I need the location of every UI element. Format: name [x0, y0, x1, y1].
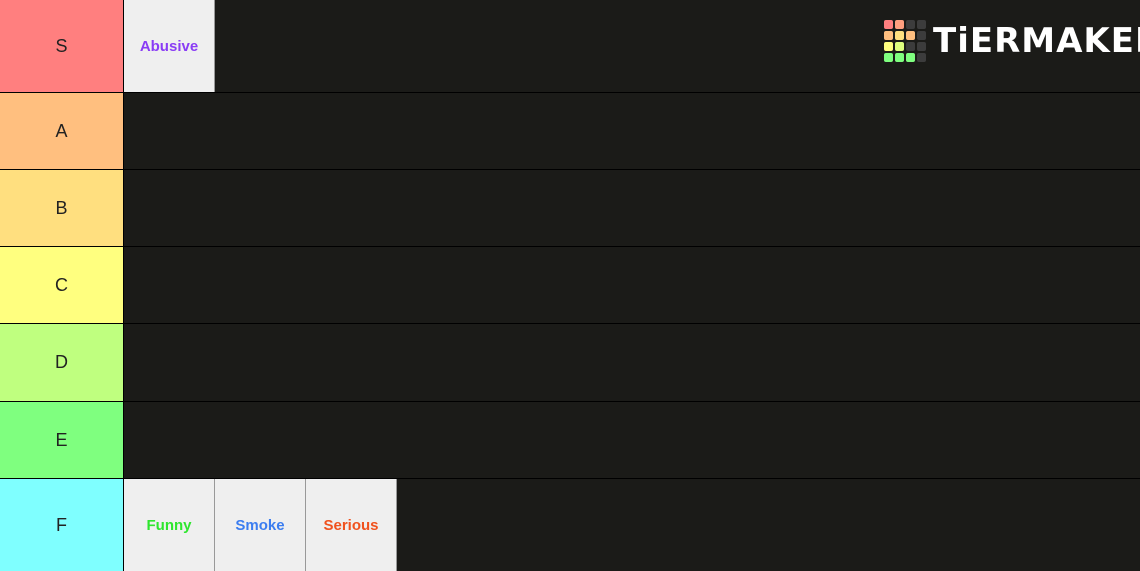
tier-row-d: D: [0, 324, 1140, 402]
tier-row-b: B: [0, 170, 1140, 247]
tier-items-a[interactable]: [124, 93, 1140, 169]
tier-row-c: C: [0, 247, 1140, 324]
tiermaker-logo: TiERMAKER: [884, 20, 1140, 62]
logo-grid-icon: [884, 20, 926, 62]
tier-items-b[interactable]: [124, 170, 1140, 246]
tier-label-d[interactable]: D: [0, 324, 124, 401]
logo-grid-square: [906, 53, 915, 62]
tier-item-smoke[interactable]: Smoke: [215, 479, 306, 571]
tier-row-s: S Abusive: [0, 0, 1140, 93]
logo-text: TiERMAKER: [933, 21, 1140, 61]
logo-grid-square: [906, 42, 915, 51]
logo-grid-square: [895, 42, 904, 51]
tier-label-s[interactable]: S: [0, 0, 124, 92]
logo-grid-square: [917, 20, 926, 29]
tier-row-f: F Funny Smoke Serious: [0, 479, 1140, 571]
logo-grid-square: [906, 20, 915, 29]
tier-items-s[interactable]: Abusive: [124, 0, 1140, 92]
tier-label-f[interactable]: F: [0, 479, 124, 571]
logo-grid-square: [906, 31, 915, 40]
tier-item-abusive[interactable]: Abusive: [124, 0, 215, 92]
tier-item-funny[interactable]: Funny: [124, 479, 215, 571]
logo-grid-square: [895, 31, 904, 40]
tier-item-serious[interactable]: Serious: [306, 479, 397, 571]
tier-label-e[interactable]: E: [0, 402, 124, 478]
logo-grid-square: [895, 53, 904, 62]
logo-grid-square: [917, 53, 926, 62]
tier-items-e[interactable]: [124, 402, 1140, 478]
logo-grid-square: [917, 31, 926, 40]
tier-label-a[interactable]: A: [0, 93, 124, 169]
logo-grid-square: [895, 20, 904, 29]
tier-items-d[interactable]: [124, 324, 1140, 401]
tier-row-e: E: [0, 402, 1140, 479]
logo-grid-square: [884, 53, 893, 62]
logo-grid-square: [884, 42, 893, 51]
logo-grid-square: [884, 20, 893, 29]
tier-row-a: A: [0, 93, 1140, 170]
tier-items-f[interactable]: Funny Smoke Serious: [124, 479, 1140, 571]
tier-label-c[interactable]: C: [0, 247, 124, 323]
logo-grid-square: [917, 42, 926, 51]
tier-items-c[interactable]: [124, 247, 1140, 323]
tier-label-b[interactable]: B: [0, 170, 124, 246]
logo-grid-square: [884, 31, 893, 40]
